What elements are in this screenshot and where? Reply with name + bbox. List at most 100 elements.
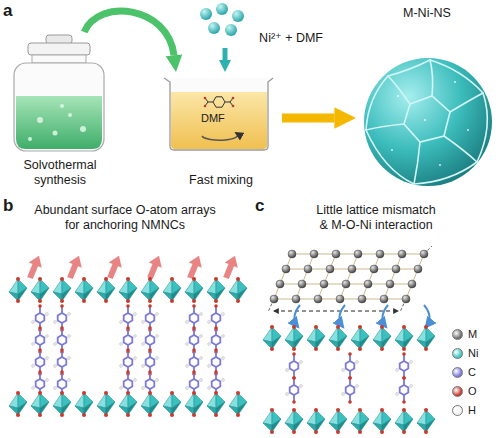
interface-crystal — [396, 352, 413, 380]
nanosheet-sphere — [450, 93, 483, 112]
stage-label: M-Ni-NS — [403, 6, 451, 21]
legend-entry: O — [452, 385, 477, 397]
legend-label: H — [468, 404, 476, 416]
layered-crystal — [24, 253, 46, 280]
nanosheet-sphere — [366, 60, 487, 184]
mixing-beaker — [213, 97, 225, 107]
mixing-beaker — [205, 98, 233, 106]
nanosheet-sphere — [430, 60, 433, 96]
stage-label: Solvothermal synthesis — [14, 158, 106, 188]
interface-crystal — [276, 280, 416, 288]
stage-label: Fast mixing — [189, 173, 253, 188]
interface-crystal — [274, 254, 424, 299]
panel-letter: a — [3, 1, 12, 21]
autoclave-jar — [28, 43, 90, 55]
layered-crystal — [104, 253, 126, 280]
nanosheet-sphere — [414, 142, 420, 184]
legend-entry: Ni — [452, 347, 478, 359]
nanosheet-sphere — [364, 58, 492, 186]
nanosheet-sphere — [424, 119, 426, 121]
precursor-stage: Ni²⁺ + DMF — [195, 2, 325, 48]
nanosheet-sphere — [454, 81, 456, 83]
product-stage: M-Ni-NS — [356, 4, 498, 190]
nanosheet-sphere — [414, 162, 477, 184]
layered-crystal — [144, 253, 166, 280]
mixing-beaker — [202, 133, 238, 140]
nanosheet-sphere — [391, 81, 469, 166]
nanosheet-sphere — [444, 136, 477, 162]
legend-label: O — [468, 385, 477, 397]
interface-crystal — [342, 376, 359, 404]
layered-crystal — [64, 253, 86, 280]
layered-crystal — [220, 253, 242, 280]
nanosheet-sphere — [397, 95, 399, 97]
autoclave-jar — [32, 55, 86, 63]
nanosheet-sphere — [477, 93, 487, 162]
nanosheet-sphere — [366, 130, 414, 184]
interface-crystal — [382, 305, 388, 327]
panel-title: Abundant surface O-atom arrays for ancho… — [30, 203, 220, 233]
legend-sphere — [452, 329, 463, 340]
nanosheet-sphere — [439, 164, 441, 166]
legend-entry: H — [452, 404, 476, 416]
layered-crystal — [9, 253, 247, 417]
nanosheet-sphere — [467, 129, 469, 131]
autoclave-jar — [37, 117, 43, 123]
nanosheet-sphere — [366, 124, 404, 130]
nickel-ions — [208, 22, 220, 34]
interface-crystal — [342, 352, 359, 380]
mixing-beaker — [164, 78, 273, 150]
panel-title: Little lattice mismatch & M-O-Ni interac… — [312, 203, 440, 233]
legend-entry: M — [452, 328, 477, 340]
nickel-ions — [200, 3, 244, 36]
autoclave-jar — [28, 137, 32, 141]
interface-crystal — [282, 265, 422, 273]
nanosheet-sphere — [430, 60, 483, 93]
legend-sphere — [452, 367, 463, 378]
interface-crystal — [294, 305, 300, 327]
interface-crystal — [286, 352, 303, 380]
nanosheet-sphere — [364, 58, 492, 186]
interface-crystal — [274, 311, 398, 312]
legend-sphere — [452, 386, 463, 397]
stage-label: Ni²⁺ + DMF — [259, 31, 323, 46]
nanosheet-sphere — [388, 60, 430, 76]
legend-entry: C — [452, 366, 476, 378]
layered-crystal — [9, 391, 247, 417]
legend-sphere — [452, 405, 463, 416]
mixing-beaker — [232, 105, 235, 108]
process-arrow — [84, 11, 174, 55]
interface-crystal — [294, 305, 429, 327]
process-arrow — [282, 114, 334, 123]
feed-arrow — [223, 48, 228, 60]
mixing-beaker — [232, 97, 235, 100]
interface-crystal — [268, 246, 432, 312]
autoclave-jar — [80, 126, 86, 132]
nickel-ions — [200, 8, 212, 20]
legend-label: C — [468, 366, 476, 378]
mixing-beaker — [204, 97, 207, 100]
panel-letter: c — [255, 196, 264, 216]
interface-crystal — [424, 305, 430, 327]
legend-sphere — [452, 348, 463, 359]
interface-crystal — [270, 295, 410, 303]
autoclave-jar — [53, 131, 58, 136]
interface-crystal — [288, 250, 428, 258]
solvent-label: DMF — [201, 112, 225, 125]
interface-crystal — [274, 254, 424, 299]
nickel-ions — [232, 10, 244, 22]
interface-crystal — [274, 254, 424, 299]
interface-crystal — [286, 376, 303, 404]
nanosheet-sphere — [404, 96, 450, 142]
interface-crystal — [263, 325, 435, 351]
interface-crystal — [263, 246, 435, 434]
mixing-stage: Fast mixing — [160, 72, 282, 190]
mixing-beaker — [164, 78, 273, 150]
synthesis-stage: Solvothermal synthesis — [5, 32, 115, 190]
interface-crystal — [339, 305, 345, 327]
mixing-beaker — [171, 92, 267, 149]
autoclave-jar — [60, 104, 64, 108]
nickel-ions — [225, 24, 237, 36]
nanosheet-sphere — [388, 76, 410, 104]
